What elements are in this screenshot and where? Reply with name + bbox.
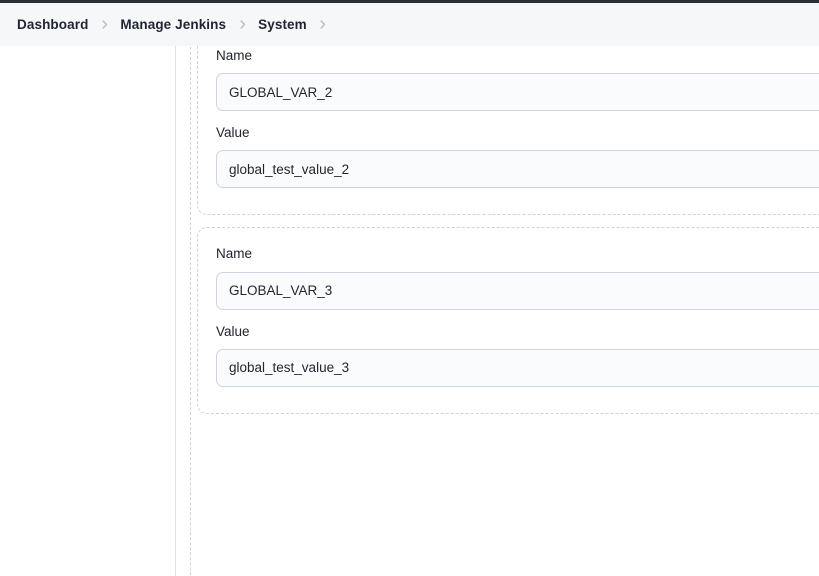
value-input[interactable] [216,348,819,387]
name-input[interactable] [216,271,819,310]
env-vars-repeatable-container: Name Value Name Value [190,46,819,576]
chevron-right-icon [227,19,257,30]
breadcrumb-item-dashboard[interactable]: Dashboard [17,17,89,32]
name-field-group: Name [216,48,819,112]
name-label: Name [216,48,253,63]
main-form-area: Name Value Name Value [176,46,819,576]
name-label: Name [216,246,253,262]
env-var-entry: Name Value [197,227,819,414]
value-field-group: Value [216,324,819,387]
page-content: Name Value Name Value [0,46,819,576]
page-header: Dashboard Manage Jenkins System [0,3,819,46]
breadcrumb-item-manage-jenkins[interactable]: Manage Jenkins [120,17,227,32]
value-input[interactable] [216,150,819,189]
sidebar-rail [0,46,175,576]
breadcrumb: Dashboard Manage Jenkins System [16,3,338,46]
breadcrumb-item-system[interactable]: System [258,17,307,32]
value-label: Value [216,323,250,339]
env-var-entry: Name Value [197,46,819,216]
name-field-group: Name [216,246,819,310]
value-label: Value [216,125,250,141]
chevron-right-icon [89,19,119,30]
sidebar-divider [175,46,176,576]
name-input[interactable] [216,73,819,112]
value-field-group: Value [216,125,819,189]
top-hairline [0,0,819,3]
chevron-right-icon[interactable] [308,19,338,30]
